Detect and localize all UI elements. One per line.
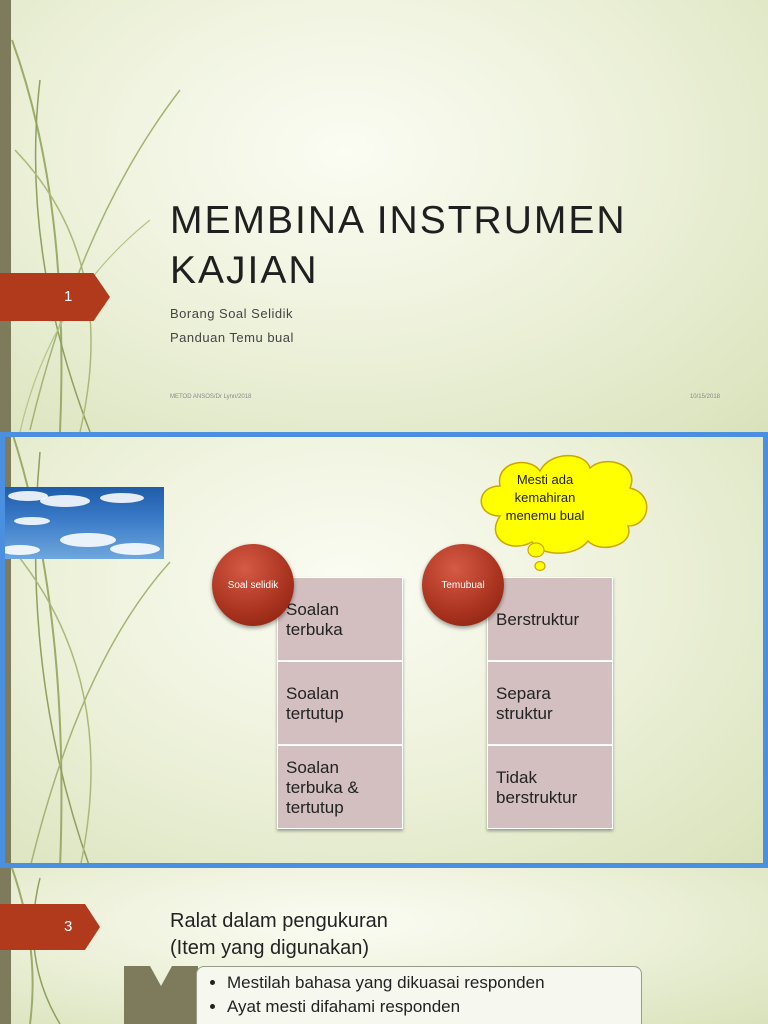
callout-text: Mesti ada kemahiran menemu bual [505, 472, 585, 523]
footer-date: 10/15/2018 [689, 394, 720, 400]
slide-1[interactable]: 1 MEMBINA INSTRUMEN KAJIAN Borang Soal S… [0, 0, 768, 432]
subtitle-line: Borang Soal Selidik [170, 306, 293, 321]
list-item: Mestilah bahasa yang dikuasai responden [227, 971, 641, 995]
subtitle-line: Panduan Temu bual [170, 330, 294, 345]
slide-3[interactable]: 3 Ralat dalam pengukuran (Item yang digu… [0, 868, 768, 1024]
slide-title: MEMBINA INSTRUMEN KAJIAN [170, 199, 627, 292]
sky-image [0, 487, 164, 559]
slide-title: Ralat dalam pengukuran (Item yang diguna… [170, 910, 388, 959]
slide-number-tag: 1 [0, 273, 110, 321]
slide-sidebar [0, 432, 11, 868]
category-badge: Temubual [422, 544, 504, 626]
slide-number-tag: 3 [0, 904, 100, 950]
slide-sidebar [0, 0, 11, 432]
chevron-down-icon [124, 966, 198, 1024]
category-badge: Soal selidik [212, 544, 294, 626]
footer-text: METOD ANSOS/Dr Lynn/2018 [170, 394, 252, 400]
list-item: Berstruktur [487, 577, 613, 661]
thought-bubble-icon [480, 454, 648, 572]
bullet-list: Mestilah bahasa yang dikuasai responden … [196, 966, 642, 1024]
list-item: Ayat mesti difahami responden [227, 995, 641, 1019]
grass-decoration [11, 39, 181, 432]
